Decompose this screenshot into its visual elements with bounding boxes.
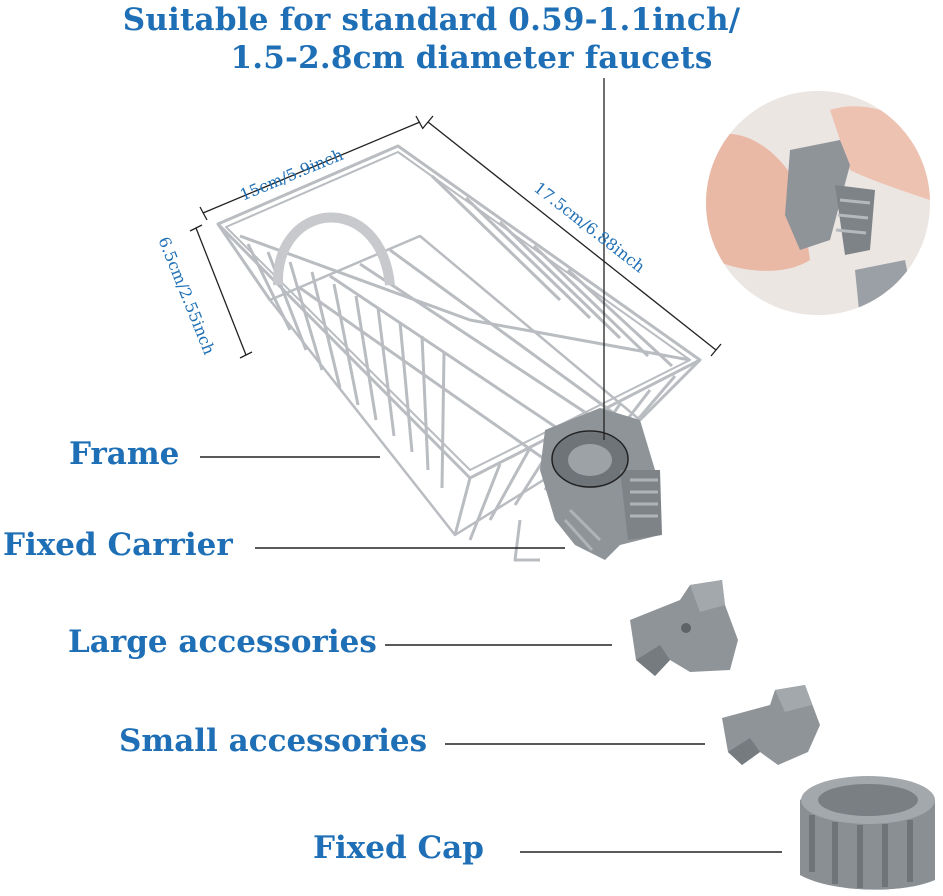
fixed-carrier-part bbox=[540, 408, 662, 560]
leader-lines bbox=[200, 456, 782, 853]
label-fixed-cap: Fixed Cap bbox=[313, 830, 484, 866]
small-accessory-part bbox=[722, 685, 820, 765]
inset-photo bbox=[706, 91, 930, 315]
label-frame: Frame bbox=[69, 436, 180, 472]
fixed-cap-part bbox=[800, 776, 935, 890]
title-line-2: 1.5-2.8cm diameter faucets bbox=[230, 40, 713, 76]
label-small-accessories: Small accessories bbox=[119, 723, 428, 759]
large-accessory-part bbox=[630, 580, 738, 676]
title-line-1: Suitable for standard 0.59-1.1inch/ bbox=[122, 2, 741, 38]
dimension-lines bbox=[189, 115, 722, 359]
label-large-accessories: Large accessories bbox=[68, 624, 377, 660]
label-fixed-carrier: Fixed Carrier bbox=[3, 527, 233, 563]
